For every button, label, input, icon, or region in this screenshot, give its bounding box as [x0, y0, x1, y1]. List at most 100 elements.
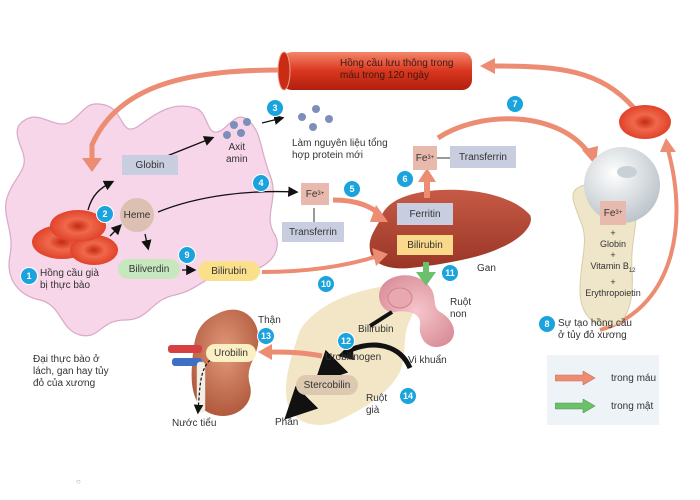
step-badge-3: 3 — [266, 99, 284, 117]
small-intestine-line2: non — [450, 309, 467, 320]
urine-label: Nước tiểu — [172, 418, 217, 429]
large-intestine-line2: già — [366, 405, 380, 416]
feces-label: Phân — [275, 417, 299, 428]
bacteria-arrow — [349, 342, 413, 370]
amino-acid-label: Axit amin — [226, 142, 248, 166]
legend: trong máu trong mật — [547, 355, 659, 425]
fe-marrow-label: Fe — [603, 207, 616, 219]
intestine-bilirubin-label: Bilirubin — [358, 324, 394, 335]
step-badge-10: 10 — [317, 275, 335, 293]
marrow-caption-line1: Sự tạo hồng cầu — [558, 318, 632, 329]
legend-label-blood: trong máu — [611, 372, 657, 384]
blood-vessel — [282, 52, 472, 90]
legend-item-bile: trong mật — [555, 399, 653, 413]
small-intestine-line1: Ruột — [450, 297, 472, 308]
macrophage-caption-line2: lách, gan hay tủy — [33, 366, 109, 377]
urobilinogen-label: Urobilinogen — [325, 352, 382, 363]
step-badge-1: 1 — [20, 267, 38, 285]
kidney-label: Thận — [258, 315, 281, 326]
step1-line2: bị thực bào — [40, 280, 91, 291]
bilirubin-node-macrophage: Bilirubin — [198, 261, 260, 281]
vessel-label: Hồng cầu lưu thông trong máu trong 120 n… — [340, 58, 453, 82]
step1-line1: Hồng cầu già — [40, 268, 99, 279]
globin-box: Globin — [122, 155, 178, 175]
step-badge-4: 4 — [252, 174, 270, 192]
fe-marrow-charge: 3+ — [615, 210, 623, 216]
bilirubin-label-macrophage: Bilirubin — [211, 265, 247, 277]
liver — [369, 189, 531, 269]
step-badge-14: 14 — [399, 387, 417, 405]
bile-arrow-icon — [555, 399, 596, 413]
step-badge-5: 5 — [343, 180, 361, 198]
legend-label-bile: trong mật — [611, 400, 654, 412]
macrophage-caption-line3: đỏ của xương — [33, 378, 96, 389]
step-badge-8: 8 — [538, 315, 556, 333]
plus-3: + — [610, 276, 616, 287]
fe-charge: 3+ — [317, 191, 325, 197]
macrophage-caption: Đại thực bào ở lách, gan hay tủy đỏ của … — [33, 354, 109, 390]
step-badge-13: 13 — [257, 327, 275, 345]
legend-item-blood: trong máu — [555, 371, 656, 385]
vitamin-sub: 12 — [628, 267, 636, 274]
transferrin-box-blood: Transferrin — [282, 222, 344, 242]
step-badge-12: 12 — [337, 332, 355, 350]
vessel-label-line1: Hồng cầu lưu thông trong — [340, 58, 454, 69]
globin-label: Globin — [135, 159, 165, 171]
bilirubin-box-liver: Bilirubin — [397, 235, 453, 255]
marrow-ingredients: + Globin + Vitamin B12 + Erythropoietin — [578, 228, 648, 299]
blood-arrow-urobilinogen-to-kidney — [269, 349, 323, 359]
marrow-epo: Erythropoietin — [585, 287, 641, 298]
step-badge-2: 2 — [96, 205, 114, 223]
urobilin-node: Urobilin — [206, 344, 256, 362]
stercobilin-label: Stercobilin — [303, 379, 351, 391]
blood-arrow-fe-to-liver — [332, 197, 382, 217]
biliverdin-node: Biliverdin — [118, 259, 180, 279]
amino-line2: amin — [226, 154, 248, 165]
vitamin-label: Vitamin B — [590, 261, 629, 271]
step-badge-11: 11 — [441, 264, 459, 282]
biliverdin-label: Biliverdin — [128, 263, 170, 275]
urobilin-label: Urobilin — [214, 347, 248, 359]
blood-arrow-rbc-to-vessel — [494, 63, 636, 110]
heme-node: Heme — [120, 198, 154, 232]
blood-arrow-vessel-to-macrophage — [89, 67, 283, 160]
bilirubin-liver-label: Bilirubin — [407, 239, 443, 251]
step-badge-6: 6 — [396, 170, 414, 188]
heme-label: Heme — [123, 209, 151, 221]
step1-caption: Hồng cầu già bị thực bào — [40, 268, 99, 292]
amino-line1: Axit — [228, 142, 246, 153]
kidney — [191, 309, 259, 416]
fe-liver-charge: 3+ — [427, 155, 435, 161]
bacteria-label: Vi khuẩn — [408, 355, 447, 366]
bile-arrow-liver-to-intestine — [416, 272, 436, 286]
blood-arrow-icon — [555, 371, 596, 385]
step-badge-9: 9 — [178, 246, 196, 264]
macrophage-caption-line1: Đại thực bào ở — [33, 354, 100, 365]
small-circle-mark: ○ — [76, 477, 81, 486]
transferrin-box-liver: Transferrin — [450, 146, 516, 168]
ferritin-box: Ferritin — [397, 203, 453, 225]
blood-arrow-iron-to-marrow — [436, 116, 593, 157]
protein-synthesis-label: Làm nguyên liệu tổng hợp protein mới — [292, 138, 388, 162]
fe-liver-label: Fe — [415, 152, 428, 164]
ferritin-label: Ferritin — [409, 208, 441, 220]
large-intestine-label: Ruột già — [366, 393, 387, 417]
marrow-globin: Globin — [599, 239, 626, 249]
step-badge-7: 7 — [506, 95, 524, 113]
blood-arrow-marrow-to-rbc — [599, 149, 679, 332]
small-intestine-label: Ruột non — [450, 297, 471, 321]
protein-line2: hợp protein mới — [292, 150, 363, 161]
liver-label: Gan — [477, 263, 496, 274]
fe-label: Fe — [305, 188, 318, 200]
marrow-caption-line2: ở tủy đỏ xương — [558, 330, 627, 341]
marrow-caption: Sự tạo hồng cầu ở tủy đỏ xương — [558, 318, 632, 342]
stercobilin-node: Stercobilin — [296, 375, 358, 395]
transferrin-label: Transferrin — [289, 226, 337, 238]
transferrin-liver-label: Transferrin — [459, 151, 507, 163]
blood-arrow-ferritin-to-fe — [418, 168, 436, 182]
plus-2: + — [610, 250, 616, 260]
blood-arrowhead — [82, 158, 102, 172]
